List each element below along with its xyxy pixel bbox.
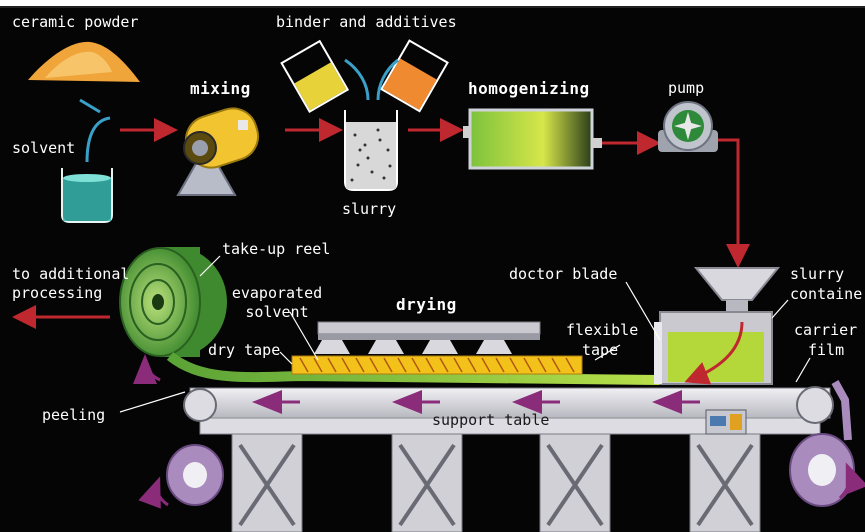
pouring-beakers-icon: [282, 41, 448, 112]
homogenizing-label: homogenizing: [468, 80, 590, 97]
carrier-film-label-line2: film: [808, 342, 844, 359]
flexible-tape-label-line1: flexible: [566, 322, 638, 339]
to-additional-label-line1: to additional: [12, 266, 129, 283]
ball-mill-icon: [178, 102, 264, 195]
slurry-label: slurry: [342, 201, 396, 218]
binder-additives-label: binder and additives: [276, 14, 457, 31]
mixing-label: mixing: [190, 80, 251, 97]
flexible-tape-label-line2: tape: [582, 342, 618, 359]
pump-label: pump: [668, 80, 704, 97]
slurry-beaker-icon: [345, 110, 397, 190]
dry-tape-label: dry tape: [208, 342, 280, 359]
control-panel-icon: [706, 410, 746, 434]
evaporated-solvent-label-line2: solvent: [222, 304, 332, 321]
dryer-heater-icon: [292, 322, 582, 374]
powder-pile-icon: [28, 42, 140, 82]
take-up-reel-label: take-up reel: [222, 241, 330, 258]
homogenizer-tank-icon: [463, 110, 602, 168]
support-table: [167, 382, 854, 532]
doctor-blade-label: doctor blade: [509, 266, 617, 283]
evaporated-solvent-label-line1: evaporated: [222, 285, 332, 302]
carrier-film-label-line1: carrier: [794, 322, 857, 339]
ceramic-powder-label: ceramic powder: [12, 14, 138, 31]
solvent-label: solvent: [12, 140, 75, 157]
to-additional-label-line2: processing: [12, 285, 102, 302]
slurry-container-label-line2: containe: [790, 286, 862, 303]
drying-label: drying: [396, 296, 457, 313]
peeling-label: peeling: [42, 407, 105, 424]
pump-icon: [658, 102, 718, 152]
beaker-icon: [62, 168, 112, 222]
slurry-container-label-line1: slurry: [790, 266, 844, 283]
support-table-label: support table: [432, 412, 549, 429]
